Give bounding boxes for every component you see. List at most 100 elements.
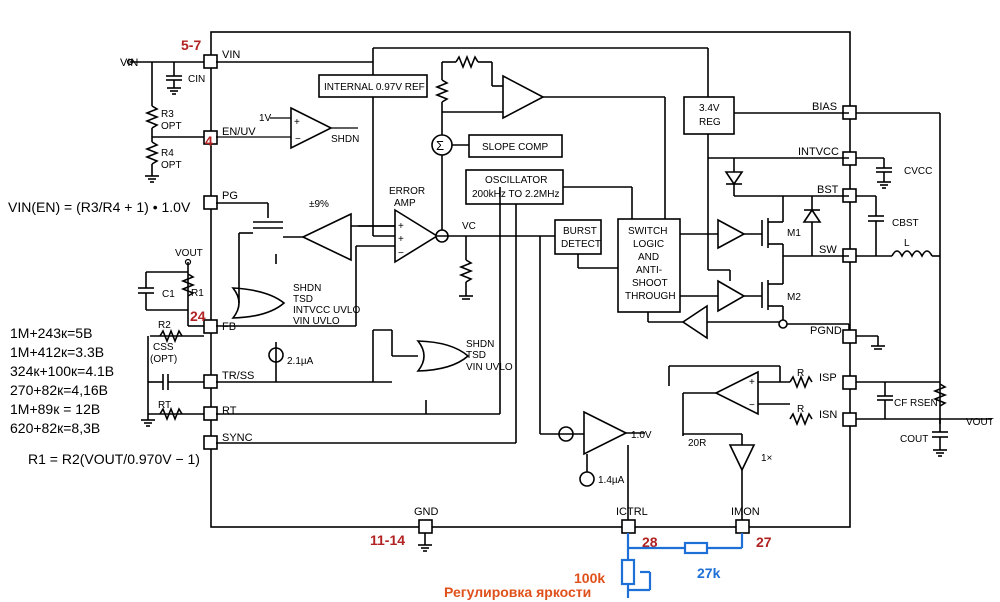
cin-label: CIN xyxy=(188,74,205,85)
pin-imon-label: IMON xyxy=(731,506,760,518)
pin-bias-label: BIAS xyxy=(812,101,837,113)
r3-label: R3 xyxy=(161,109,174,120)
potentiometer-100k xyxy=(620,558,636,586)
divider-notes: 1M+243к=5В 1M+412к=3.3В 324к+100к=4.1В 2… xyxy=(10,325,114,436)
cvcc-label: CVCC xyxy=(904,166,932,177)
switch-logic-block xyxy=(617,218,681,313)
output-network xyxy=(789,112,992,457)
c1-label: C1 xyxy=(162,289,175,300)
pin-ictrl xyxy=(621,519,636,534)
logic-label: AND xyxy=(638,252,659,263)
minus-sign: − xyxy=(398,248,404,259)
or1-input: INTVCC UVLO xyxy=(293,305,360,316)
pin-pgnd-label: PGND xyxy=(810,325,842,337)
imon-buffer xyxy=(728,444,756,472)
divider-note: 270+82к=4,16В xyxy=(10,382,108,398)
pin-number-vin: 5-7 xyxy=(181,37,201,53)
burst-detect-block xyxy=(554,219,602,255)
pin-number-en: 4 xyxy=(205,133,213,149)
pin-bst-label: BST xyxy=(817,184,839,196)
error-amp-label-2: AMP xyxy=(394,198,416,209)
pin-number-ictrl: 28 xyxy=(642,534,658,550)
or1-input: SHDN xyxy=(293,283,321,294)
pin-number-fb: 24 xyxy=(190,308,206,324)
divider-note: 324к+100к=4.1В xyxy=(10,363,114,379)
pin-ictrl-label: ICTRL xyxy=(616,506,648,518)
brightness-control-circuit xyxy=(620,533,744,598)
pin-pg-label: PG xyxy=(222,190,238,202)
ictrl-ref-label: 1.0V xyxy=(631,430,652,441)
zero-cross-comparator xyxy=(681,304,708,340)
rt-ext-label: RT xyxy=(158,400,171,411)
ic-outline xyxy=(210,31,851,528)
cbst-label: CBST xyxy=(892,218,919,229)
pin-sync xyxy=(203,435,218,450)
detect-label: DETECT xyxy=(561,239,601,250)
m1-transistor xyxy=(744,218,783,248)
m2-transistor xyxy=(744,280,783,310)
oscillator-label: OSCILLATOR xyxy=(485,175,547,186)
resistor-27k xyxy=(683,541,709,555)
cf-label: CF xyxy=(894,398,907,409)
pin-fb xyxy=(203,319,218,334)
r2-label: R2 xyxy=(158,320,171,331)
ext-vin-label: VIN xyxy=(120,57,138,69)
pin-number-gnd: 11-14 xyxy=(370,532,405,548)
ictrl-amp xyxy=(583,410,628,456)
cout-label: COUT xyxy=(900,434,928,445)
pg-comparator xyxy=(301,212,352,262)
input-network xyxy=(126,58,204,183)
or2-input: VIN UVLO xyxy=(466,362,513,373)
pin-sw-label: SW xyxy=(819,244,837,256)
plus-sign: + xyxy=(294,117,300,128)
m1-label: M1 xyxy=(787,228,801,239)
pin-sync-label: SYNC xyxy=(222,432,253,444)
logic-label: ANTI- xyxy=(636,265,662,276)
vout-top-label: VOUT xyxy=(175,248,203,259)
pin-rt xyxy=(203,406,218,421)
oscillator-block xyxy=(465,169,564,205)
equation-vin-en: VIN(EN) = (R3/R4 + 1) • 1.0V xyxy=(8,199,191,215)
divider-note: 1M+243к=5В xyxy=(10,325,92,341)
pin-intvcc-label: INTVCC xyxy=(798,146,839,158)
isn-resistor-label: R xyxy=(797,404,804,415)
or1-input: VIN UVLO xyxy=(293,316,340,327)
pin-isn-label: ISN xyxy=(819,409,837,421)
logic-label: THROUGH xyxy=(625,291,676,302)
or2-input: SHDN xyxy=(466,339,494,350)
pin-isn xyxy=(842,412,857,427)
slope-comp-block xyxy=(468,134,563,158)
equation-r1: R1 = R2(VOUT/0.970V − 1) xyxy=(28,451,200,467)
divider-note: 1M+412к=3.3В xyxy=(10,344,104,360)
css-opt-label: (OPT) xyxy=(150,354,177,365)
css-label: CSS xyxy=(153,342,174,353)
pot-value-label: 100k xyxy=(574,570,605,586)
plus-sign: + xyxy=(398,221,404,232)
one-volt-label: 1V xyxy=(259,113,272,124)
pin-pgnd xyxy=(842,329,857,344)
pin-isp-label: ISP xyxy=(819,372,837,384)
current-1p4-label: 1.4µA xyxy=(598,475,625,486)
imon-gain-label: 1× xyxy=(761,453,773,464)
pin-isp xyxy=(842,375,857,390)
pg-window-label: ±9% xyxy=(309,199,329,210)
inductor-label: L xyxy=(904,238,910,249)
logic-label: SHOOT xyxy=(632,278,668,289)
r4-label: R4 xyxy=(161,148,174,159)
error-amp-label-1: ERROR xyxy=(389,186,425,197)
vout-label: VOUT xyxy=(966,417,994,428)
minus-sign: − xyxy=(295,134,301,145)
or-gate-1 xyxy=(231,287,286,319)
pin-tr-ss-label: TR/SS xyxy=(222,370,254,382)
pin-number-imon: 27 xyxy=(756,534,772,550)
pin-fb-label: FB xyxy=(222,321,236,333)
m2-label: M2 xyxy=(787,292,801,303)
pin-tr-ss xyxy=(203,374,218,389)
pin-imon xyxy=(735,519,750,534)
pin-gnd-label: GND xyxy=(414,506,439,518)
r4-opt-label: OPT xyxy=(161,160,182,171)
isp-resistor-label: R xyxy=(797,368,804,379)
top-gate-driver xyxy=(717,218,746,250)
pin-pg xyxy=(203,195,218,210)
